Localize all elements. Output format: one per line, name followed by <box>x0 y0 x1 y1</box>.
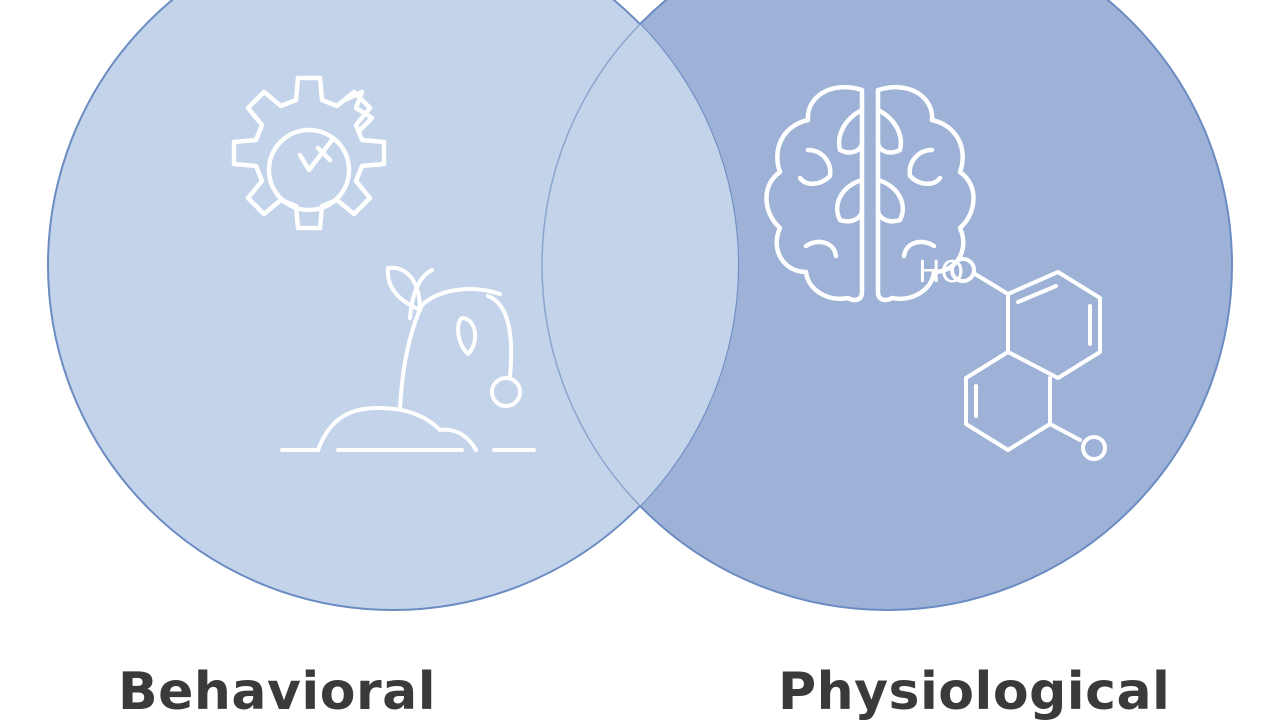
gear-icon <box>231 75 387 231</box>
molecule-icon: HO <box>918 255 1107 461</box>
physiological-label: Physiological <box>778 662 1171 720</box>
brain-icon <box>764 84 976 303</box>
behavioral-label: Behavioral <box>118 662 437 720</box>
wilting-plant-icon <box>280 265 536 452</box>
